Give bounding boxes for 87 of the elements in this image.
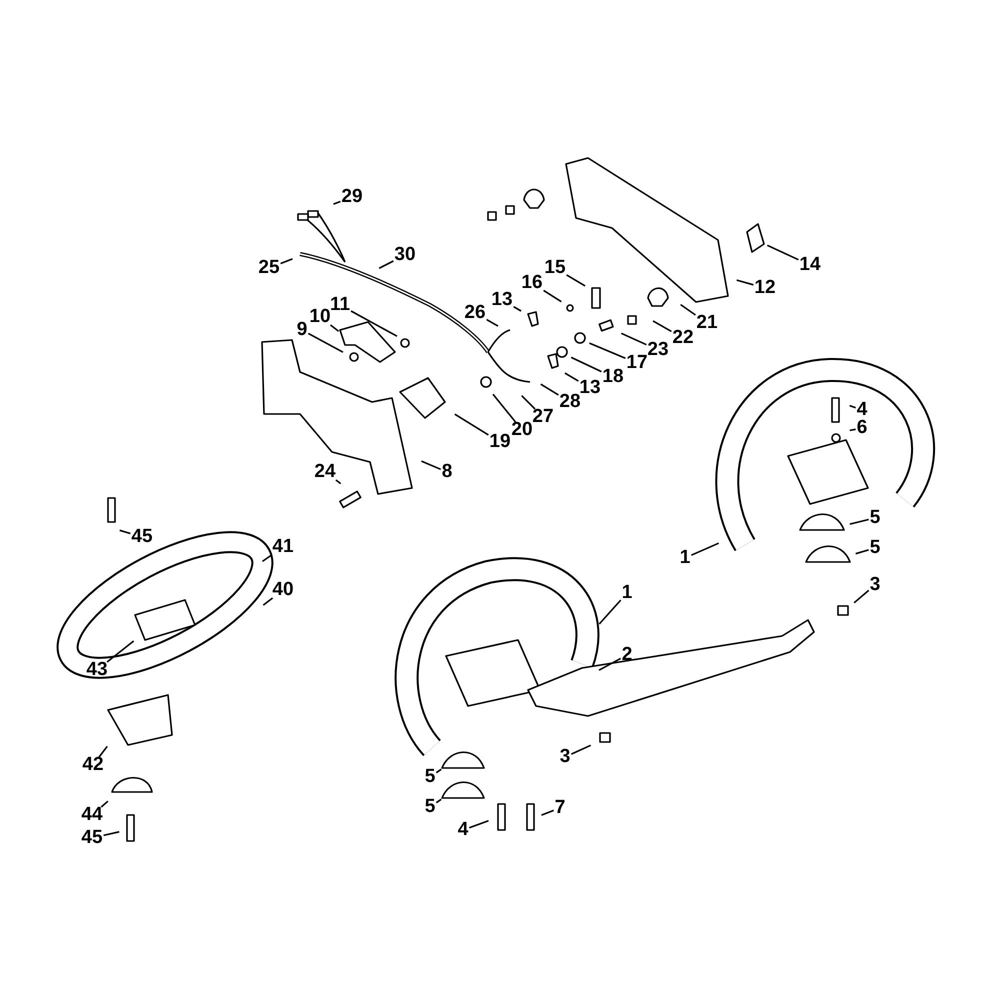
leader-line <box>100 800 108 808</box>
callout-number: 15 <box>544 258 566 278</box>
callout-number: 13 <box>579 378 601 398</box>
leader-line <box>486 318 498 327</box>
callout-number: 43 <box>86 660 108 680</box>
callout-number: 11 <box>330 295 350 315</box>
callout-number: 1 <box>680 548 690 568</box>
callout-number: 14 <box>799 255 821 275</box>
leader-line <box>335 479 342 484</box>
leader-line <box>566 274 586 287</box>
leader-line <box>652 320 672 332</box>
leader-line <box>262 597 274 606</box>
callout-number: 5 <box>870 538 880 558</box>
callout-number: 4 <box>856 400 868 420</box>
callout-number: 9 <box>296 320 308 340</box>
leader-line <box>378 260 394 270</box>
leader-line <box>589 342 626 359</box>
callout-number: 22 <box>672 328 694 348</box>
leader-line <box>421 460 442 470</box>
leader-line <box>849 404 856 409</box>
leader-line <box>850 518 869 525</box>
callout-number: 25 <box>258 258 280 278</box>
leader-line <box>262 554 272 562</box>
leader-line <box>564 372 579 382</box>
leader-line <box>680 304 696 316</box>
callout-number: 16 <box>521 273 543 293</box>
callout-number: 42 <box>82 755 104 775</box>
leader-line <box>436 798 442 804</box>
callout-number: 8 <box>442 462 452 482</box>
leader-line <box>766 244 799 260</box>
leader-line <box>98 746 108 758</box>
leader-line <box>598 600 622 625</box>
callout-number: 18 <box>602 367 624 387</box>
leader-line <box>620 332 647 346</box>
callout-number: 21 <box>696 313 718 333</box>
leader-line <box>540 384 559 396</box>
leader-line <box>854 590 870 604</box>
callout-number: 5 <box>870 508 880 528</box>
callout-number: 26 <box>464 303 486 323</box>
leader-line <box>280 258 293 264</box>
leader-line <box>469 820 489 828</box>
leader-line <box>598 658 622 671</box>
leader-line <box>543 290 562 302</box>
callout-number: 10 <box>309 307 331 327</box>
callout-number: 3 <box>560 747 570 767</box>
callout-number: 44 <box>81 805 103 825</box>
callout-number: 30 <box>394 245 416 265</box>
leader-line <box>119 530 131 534</box>
leader-line <box>103 831 120 836</box>
callout-number: 5 <box>424 767 436 787</box>
callout-number: 7 <box>554 798 566 818</box>
leader-line <box>736 279 754 286</box>
leader-line <box>436 768 442 774</box>
leader-line <box>570 744 592 755</box>
callout-number: 6 <box>856 418 868 438</box>
callout-number: 40 <box>272 580 294 600</box>
callout-number: 29 <box>341 187 363 207</box>
callout-number: 17 <box>626 353 648 373</box>
callout-number: 27 <box>532 407 554 427</box>
callout-number: 41 <box>272 537 294 557</box>
leader-line <box>850 428 856 432</box>
leader-line <box>308 332 344 353</box>
leader-line <box>513 306 522 312</box>
callout-number: 45 <box>131 527 153 547</box>
callout-number: 19 <box>489 432 511 452</box>
callout-number: 13 <box>491 290 513 310</box>
callout-number: 23 <box>647 340 669 360</box>
leader-line <box>541 810 554 816</box>
leader-line <box>333 200 341 205</box>
callout-number: 45 <box>81 828 103 848</box>
callout-number: 1 <box>622 583 632 603</box>
leader-line <box>454 414 489 436</box>
callout-number: 12 <box>754 278 776 298</box>
callout-number: 4 <box>458 820 468 840</box>
leader-line <box>330 324 340 332</box>
leader-line <box>521 395 536 410</box>
callout-number: 28 <box>559 392 581 412</box>
leader-line <box>690 542 720 556</box>
callout-number: 24 <box>314 462 336 482</box>
callout-number: 3 <box>870 575 880 595</box>
leader-line <box>492 394 516 422</box>
callout-number: 5 <box>424 797 436 817</box>
callout-number: 20 <box>511 420 533 440</box>
leader-line <box>570 356 602 372</box>
callout-number: 2 <box>622 645 632 665</box>
leader-line <box>855 549 869 554</box>
leader-line <box>350 310 398 337</box>
